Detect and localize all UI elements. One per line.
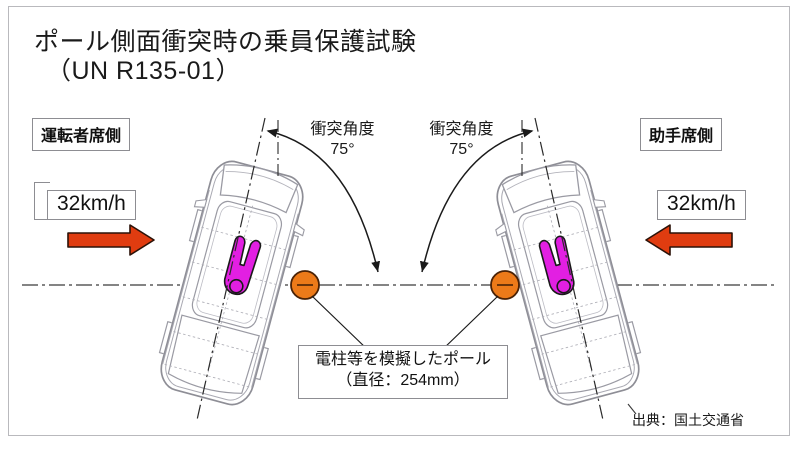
speed-label-driver-side: 32km/h <box>47 190 136 220</box>
impact-angle-right-value: 75° <box>449 141 474 158</box>
driver-side-label: 運転者席側 <box>32 118 131 151</box>
speed-left-connector <box>34 182 50 220</box>
pole-caption-line-1: 電柱等を模擬したポール <box>314 351 491 368</box>
impact-angle-left-caption: 衝突角度 <box>310 121 375 138</box>
impact-angle-left: 衝突角度 75° <box>295 120 390 160</box>
impact-angle-right-caption: 衝突角度 <box>429 121 494 138</box>
source-attribution: 出典：国土交通省 <box>632 412 744 428</box>
title-line-1: ポール側面衝突時の乗員保護試験 <box>34 28 417 56</box>
title-line-2: （UN R135-01） <box>46 56 241 85</box>
impact-angle-left-value: 75° <box>330 141 355 158</box>
pole-caption-box: 電柱等を模擬したポール （直径：254mm） <box>298 345 508 399</box>
impact-angle-right: 衝突角度 75° <box>414 120 509 160</box>
pole-caption-line-2: （直径：254mm） <box>336 371 470 389</box>
page-title: ポール側面衝突時の乗員保護試験 （UN R135-01） <box>34 28 554 86</box>
passenger-side-label: 助手席側 <box>640 118 723 151</box>
speed-label-passenger-side: 32km/h <box>657 190 746 220</box>
